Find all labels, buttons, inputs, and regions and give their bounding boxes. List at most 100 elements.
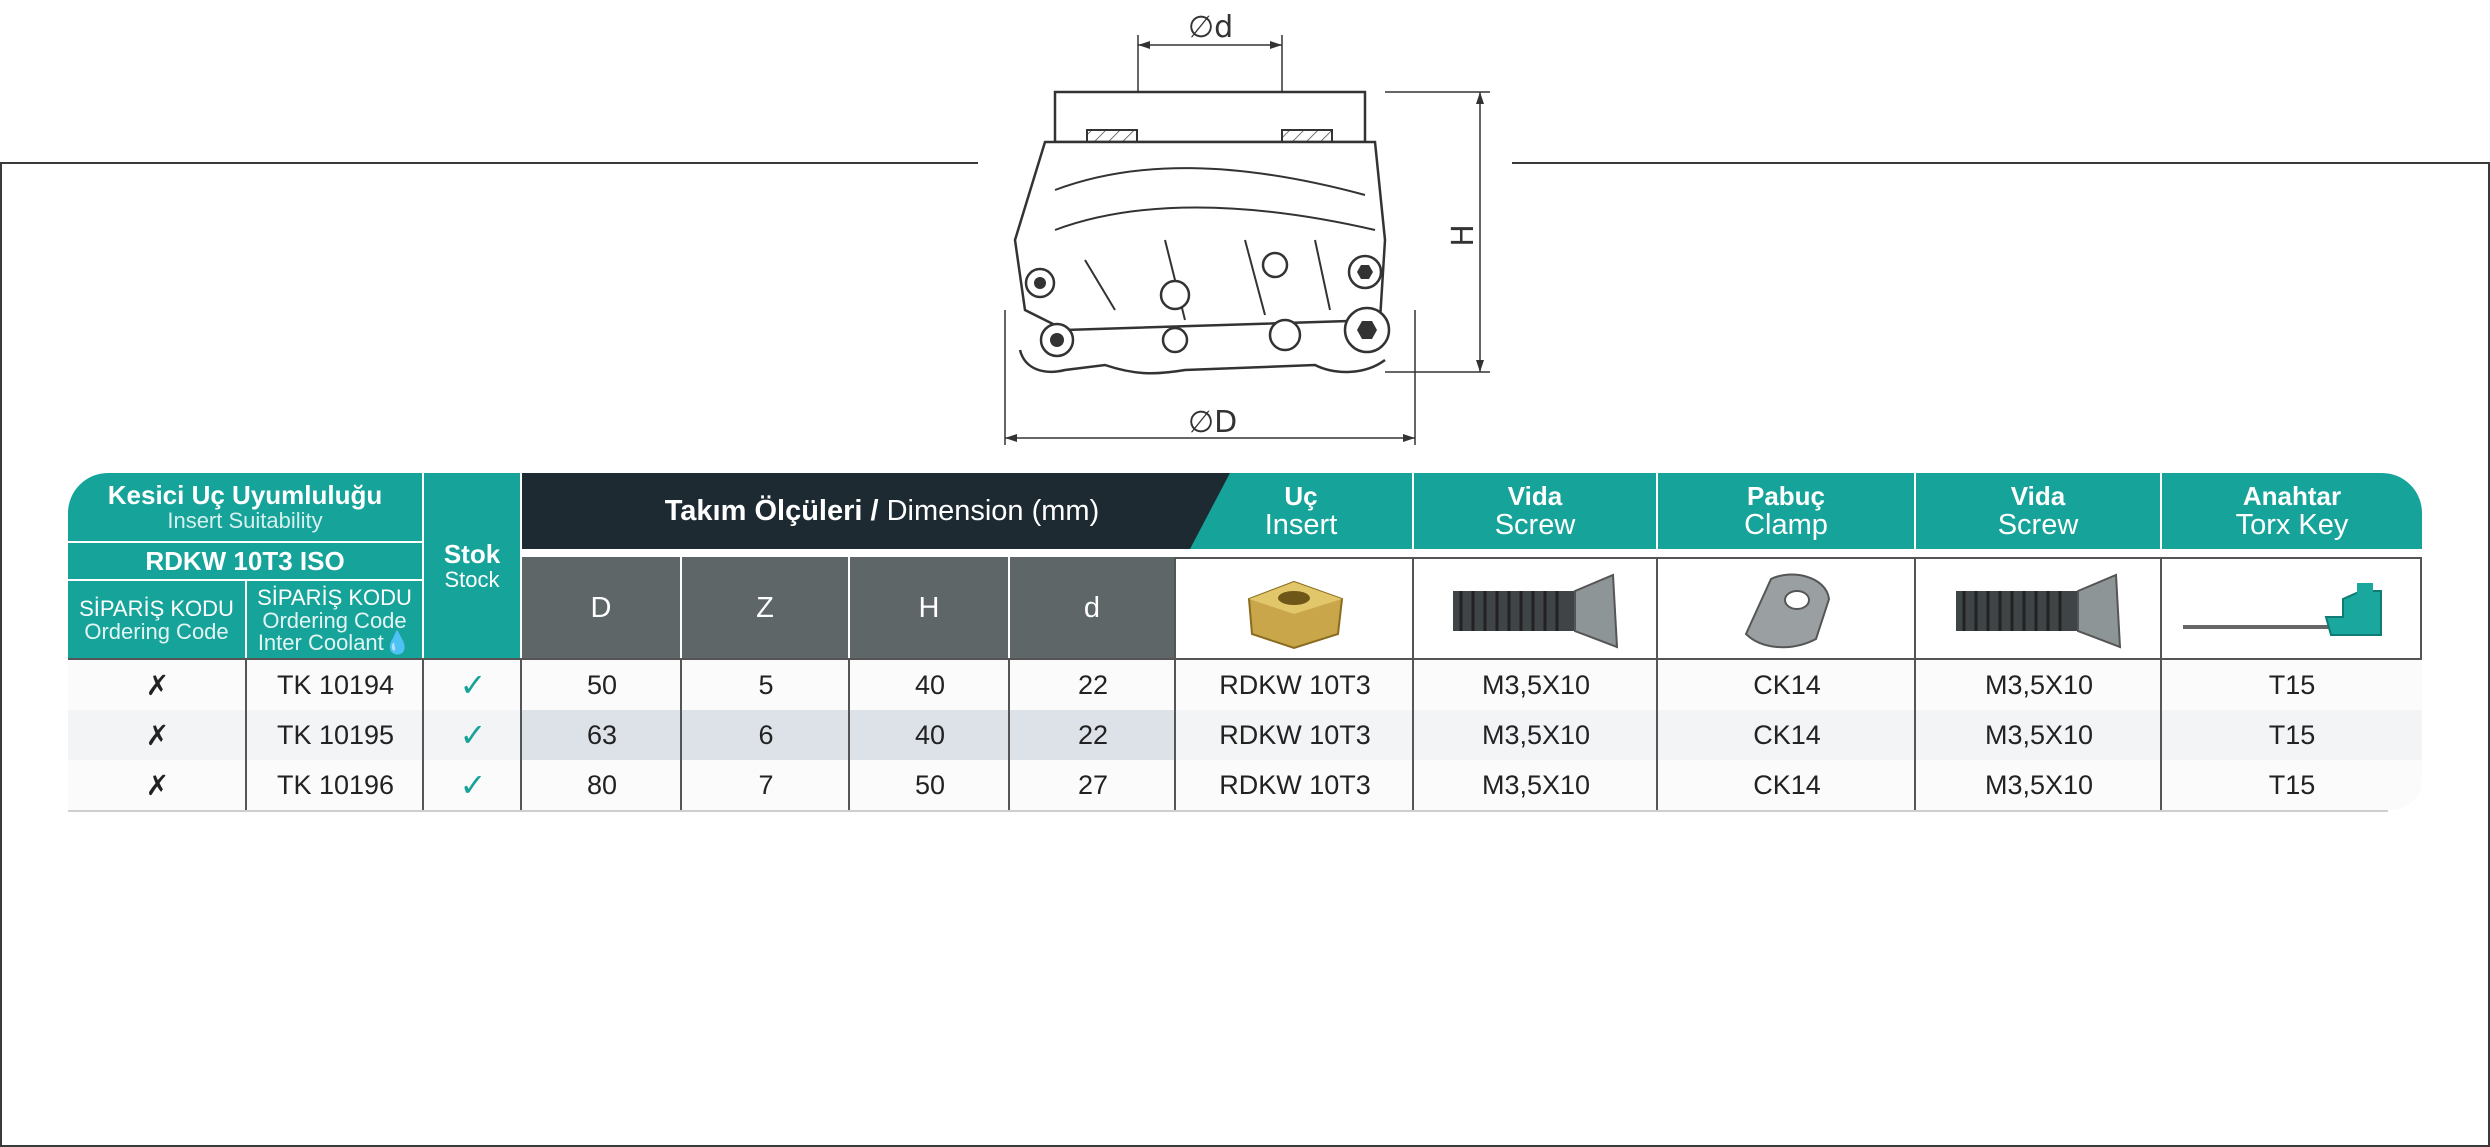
clamp-en: Clamp: [1744, 509, 1828, 541]
table-cell-key: T15: [2162, 710, 2422, 760]
frame-top-right: [1512, 162, 2490, 164]
cell-value-d: 22: [1077, 719, 1109, 750]
insert-type-header: RDKW 10T3 ISO: [68, 543, 422, 579]
insert-suitability-header: Kesici Uç Uyumluluğu Insert Suitability: [68, 473, 422, 541]
header-column-divider: [1914, 557, 1916, 658]
frame-left: [0, 162, 2, 1147]
cell-value-key: T15: [2268, 719, 2316, 750]
table-cell-d: 22: [1010, 660, 1176, 710]
frame-top-left: [0, 162, 978, 164]
header-bottom-line: [68, 658, 2422, 660]
table-cell-H: 50: [850, 760, 1010, 810]
dim-header-Z: Z: [682, 557, 848, 658]
screw2-en: Screw: [1997, 509, 2079, 541]
table-cell-screw: M3,5X10: [1414, 760, 1658, 810]
cell-value-code1: ✗: [145, 769, 170, 801]
table-cell-key: T15: [2162, 760, 2422, 810]
table-cell-Z: 6: [682, 710, 850, 760]
screw-en: Screw: [1494, 509, 1576, 541]
screw-tr: Vida: [1507, 481, 1563, 511]
cell-value-clamp: CK14: [1753, 669, 1821, 700]
table-cell-clamp: CK14: [1658, 760, 1916, 810]
table-cell-screw2: M3,5X10: [1916, 660, 2162, 710]
insert-suitability-tr: Kesici Uç Uyumluluğu: [107, 480, 383, 510]
ordering-code-en-2: Ordering Code: [262, 607, 407, 633]
cell-value-D: 80: [586, 769, 618, 800]
screw-image-cell: [1414, 557, 1656, 658]
cell-value-insert: RDKW 10T3: [1219, 769, 1371, 800]
dimension-header: Takım Ölçüleri / Dimension (mm): [522, 473, 1242, 549]
table-cell-D: 80: [522, 760, 682, 810]
cell-value-Z: 6: [758, 719, 774, 750]
table-cell-key: T15: [2162, 660, 2422, 710]
dim-header-d: d: [1010, 557, 1174, 658]
cell-value-screw2: M3,5X10: [1984, 769, 2094, 800]
cell-value-code1: ✗: [145, 719, 170, 751]
header-column-divider: [1174, 557, 1176, 658]
column-divider: [245, 660, 247, 810]
cell-value-H: 40: [914, 669, 946, 700]
dim-label-Z: Z: [756, 591, 774, 624]
dim-label-H: H: [918, 591, 940, 624]
insert-type-label: RDKW 10T3 ISO: [145, 546, 345, 576]
table-cell-d: 22: [1010, 710, 1176, 760]
insert-en: Insert: [1264, 509, 1338, 541]
column-divider: [1412, 660, 1414, 810]
header-column-divider: [1008, 557, 1010, 658]
column-divider: [1008, 660, 1010, 810]
header-column-divider: [1412, 557, 1414, 658]
column-divider: [2160, 660, 2162, 810]
cell-value-key: T15: [2268, 769, 2316, 800]
column-divider: [1914, 660, 1916, 810]
ordering-code-en-1: Ordering Code: [84, 618, 229, 644]
cell-value-code2: TK 10196: [276, 769, 395, 800]
table-cell-stock: ✓: [424, 660, 522, 710]
dimension-label-small-d: ∅d: [1188, 10, 1234, 45]
dim-label-D: D: [590, 591, 612, 624]
table-cell-stock: ✓: [424, 760, 522, 810]
clamp-tr: Pabuç: [1746, 481, 1826, 511]
cell-value-key: T15: [2268, 669, 2316, 700]
screw2-tr: Vida: [2010, 481, 2066, 511]
cell-value-stock: ✓: [459, 717, 487, 753]
table-cell-screw: M3,5X10: [1414, 710, 1658, 760]
cell-value-code2: TK 10195: [276, 719, 395, 750]
table-cell-D: 63: [522, 710, 682, 760]
cell-value-insert: RDKW 10T3: [1219, 669, 1371, 700]
cell-value-screw2: M3,5X10: [1984, 669, 2094, 700]
dimension-en: Dimension (mm): [886, 495, 1100, 527]
frame-bottom: [0, 1145, 2490, 1147]
cell-value-code1: ✗: [145, 669, 170, 701]
table-cell-code2: TK 10194: [247, 660, 424, 710]
table-cell-screw: M3,5X10: [1414, 660, 1658, 710]
insert-image-cell: [1176, 557, 1412, 658]
insert-tr: Uç: [1284, 481, 1318, 511]
table-cell-code1: ✗: [68, 760, 247, 810]
cell-value-H: 40: [914, 719, 946, 750]
table-cell-screw2: M3,5X10: [1916, 710, 2162, 760]
dim-header-D: D: [522, 557, 680, 658]
clamp-image-cell: [1658, 557, 1914, 658]
cell-value-D: 63: [586, 719, 618, 750]
screw2-image-cell: [1916, 557, 2160, 658]
clamp-image: [1744, 573, 1831, 648]
stock-tr: Stok: [443, 538, 501, 569]
cell-value-insert: RDKW 10T3: [1219, 719, 1371, 750]
table-cell-code2: TK 10196: [247, 760, 424, 810]
header-column-divider: [2160, 557, 2162, 658]
stock-en: Stock: [444, 566, 500, 592]
cell-value-Z: 5: [758, 669, 774, 700]
table-cell-Z: 5: [682, 660, 850, 710]
insert-header: Uç Insert: [1190, 473, 1412, 549]
face-mill-technical-drawing: [1004, 35, 1490, 445]
inter-coolant-label: Inter Coolant: [257, 629, 384, 655]
frame-right: [2488, 162, 2490, 1147]
cell-value-code2: TK 10194: [276, 669, 395, 700]
header-column-divider: [680, 557, 682, 658]
ordering-code-header-2: SİPARİŞ KODU Ordering Code Inter Coolant…: [247, 581, 422, 658]
screw-header: Vida Screw: [1414, 473, 1656, 549]
torx-key-header: Anahtar Torx Key: [2162, 473, 2422, 549]
column-divider: [520, 660, 522, 810]
cell-value-clamp: CK14: [1753, 769, 1821, 800]
table-cell-stock: ✓: [424, 710, 522, 760]
